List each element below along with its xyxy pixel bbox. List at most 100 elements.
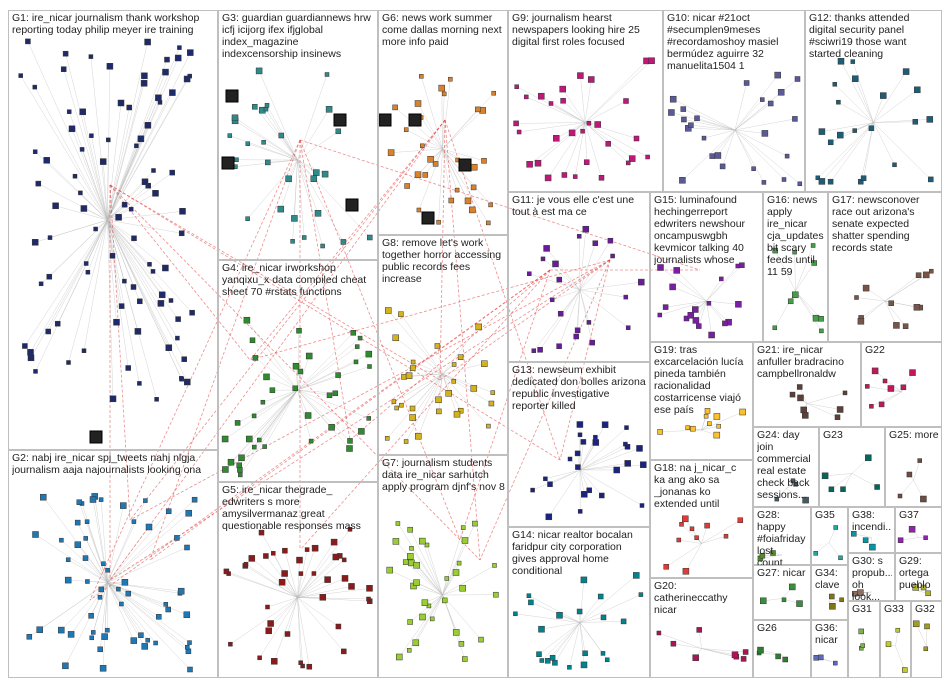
graph-node — [836, 406, 844, 413]
graph-node — [121, 579, 129, 586]
edge — [107, 582, 180, 594]
graph-node — [815, 175, 821, 181]
graph-node — [257, 655, 262, 661]
edge — [530, 602, 581, 623]
group-g11: G11: je vous elle c'est une tout à est m… — [508, 192, 650, 362]
edge — [579, 469, 603, 496]
graph-node — [577, 509, 583, 514]
highlight-edge — [299, 139, 351, 441]
graph-node — [572, 174, 578, 179]
edge — [734, 118, 795, 131]
graph-node — [662, 304, 669, 310]
edge — [537, 122, 586, 164]
edge — [297, 529, 351, 598]
edge — [412, 367, 443, 375]
graph-node — [880, 92, 887, 99]
edge — [107, 219, 117, 323]
graph-node — [262, 444, 267, 449]
edge — [659, 300, 707, 316]
graph-node — [35, 180, 42, 187]
graph-node — [140, 80, 148, 87]
edge — [107, 219, 172, 301]
edge — [441, 88, 443, 150]
highlight-edge — [459, 269, 551, 541]
graph-node — [574, 327, 581, 334]
edge — [795, 262, 815, 292]
edge — [698, 629, 702, 649]
edge — [251, 558, 298, 598]
edge — [442, 578, 448, 596]
edge — [775, 250, 796, 292]
graph-node — [819, 328, 824, 334]
edge — [795, 290, 822, 319]
edge — [706, 300, 739, 305]
graph-node — [527, 271, 532, 276]
edge — [107, 582, 189, 652]
edge — [579, 575, 637, 623]
graph-node — [692, 654, 699, 661]
edge — [442, 527, 464, 596]
graph-node — [694, 535, 699, 540]
edge — [579, 255, 613, 291]
edge — [666, 543, 702, 568]
edge — [20, 75, 108, 221]
graph-node — [106, 137, 111, 143]
graph-node — [575, 464, 581, 470]
graph-node — [145, 523, 153, 531]
graph-node — [701, 135, 707, 141]
edge — [297, 389, 369, 419]
edge — [297, 337, 361, 391]
edge — [259, 597, 298, 658]
graph-node — [543, 245, 550, 252]
group-g20: G20: catherineccathy nicar — [650, 578, 753, 678]
group-g21: G21: ire_nicar anfuller bradracino campb… — [753, 342, 861, 427]
graph-node — [549, 297, 555, 303]
edge — [442, 373, 474, 389]
group-g27: G27: nicar — [753, 565, 811, 620]
edge — [860, 300, 886, 322]
edge — [701, 535, 727, 544]
edge — [579, 427, 627, 471]
edge — [412, 373, 443, 418]
graph-node — [478, 636, 484, 643]
graph-node — [416, 207, 422, 213]
graph-node — [797, 181, 803, 187]
graph-node — [252, 444, 257, 450]
graph-node — [645, 154, 650, 160]
graph-node — [488, 202, 493, 208]
graph-node — [412, 639, 420, 647]
edge — [734, 129, 788, 157]
graph-node — [407, 619, 413, 625]
edge — [297, 597, 339, 627]
graph-node — [692, 317, 700, 324]
graph-node — [657, 264, 664, 271]
graph-node — [772, 247, 778, 254]
graph-node — [669, 283, 676, 291]
graph-node — [623, 98, 629, 104]
graph-node — [328, 424, 335, 431]
edge — [35, 534, 108, 583]
graph-node — [556, 276, 563, 283]
edge — [734, 129, 785, 180]
edge — [27, 41, 108, 221]
graph-node — [897, 537, 904, 543]
graph-node — [470, 385, 478, 392]
graph-node — [367, 364, 372, 369]
edge — [734, 129, 754, 169]
graph-node — [913, 304, 921, 311]
graph-node — [187, 666, 193, 673]
graph-node — [577, 432, 583, 438]
edge — [410, 529, 443, 596]
edge — [579, 622, 585, 665]
graph-node — [589, 339, 595, 346]
edge — [852, 61, 874, 123]
graph-node — [636, 445, 643, 452]
edge — [526, 96, 586, 123]
avatar-node — [378, 113, 392, 127]
edge — [230, 597, 298, 645]
graph-node — [796, 384, 803, 390]
graph-node — [407, 553, 414, 560]
graph-node — [656, 630, 662, 636]
graph-node — [243, 316, 251, 324]
group-label-g28: G28: happy #foiafriday lost count... — [757, 509, 806, 569]
